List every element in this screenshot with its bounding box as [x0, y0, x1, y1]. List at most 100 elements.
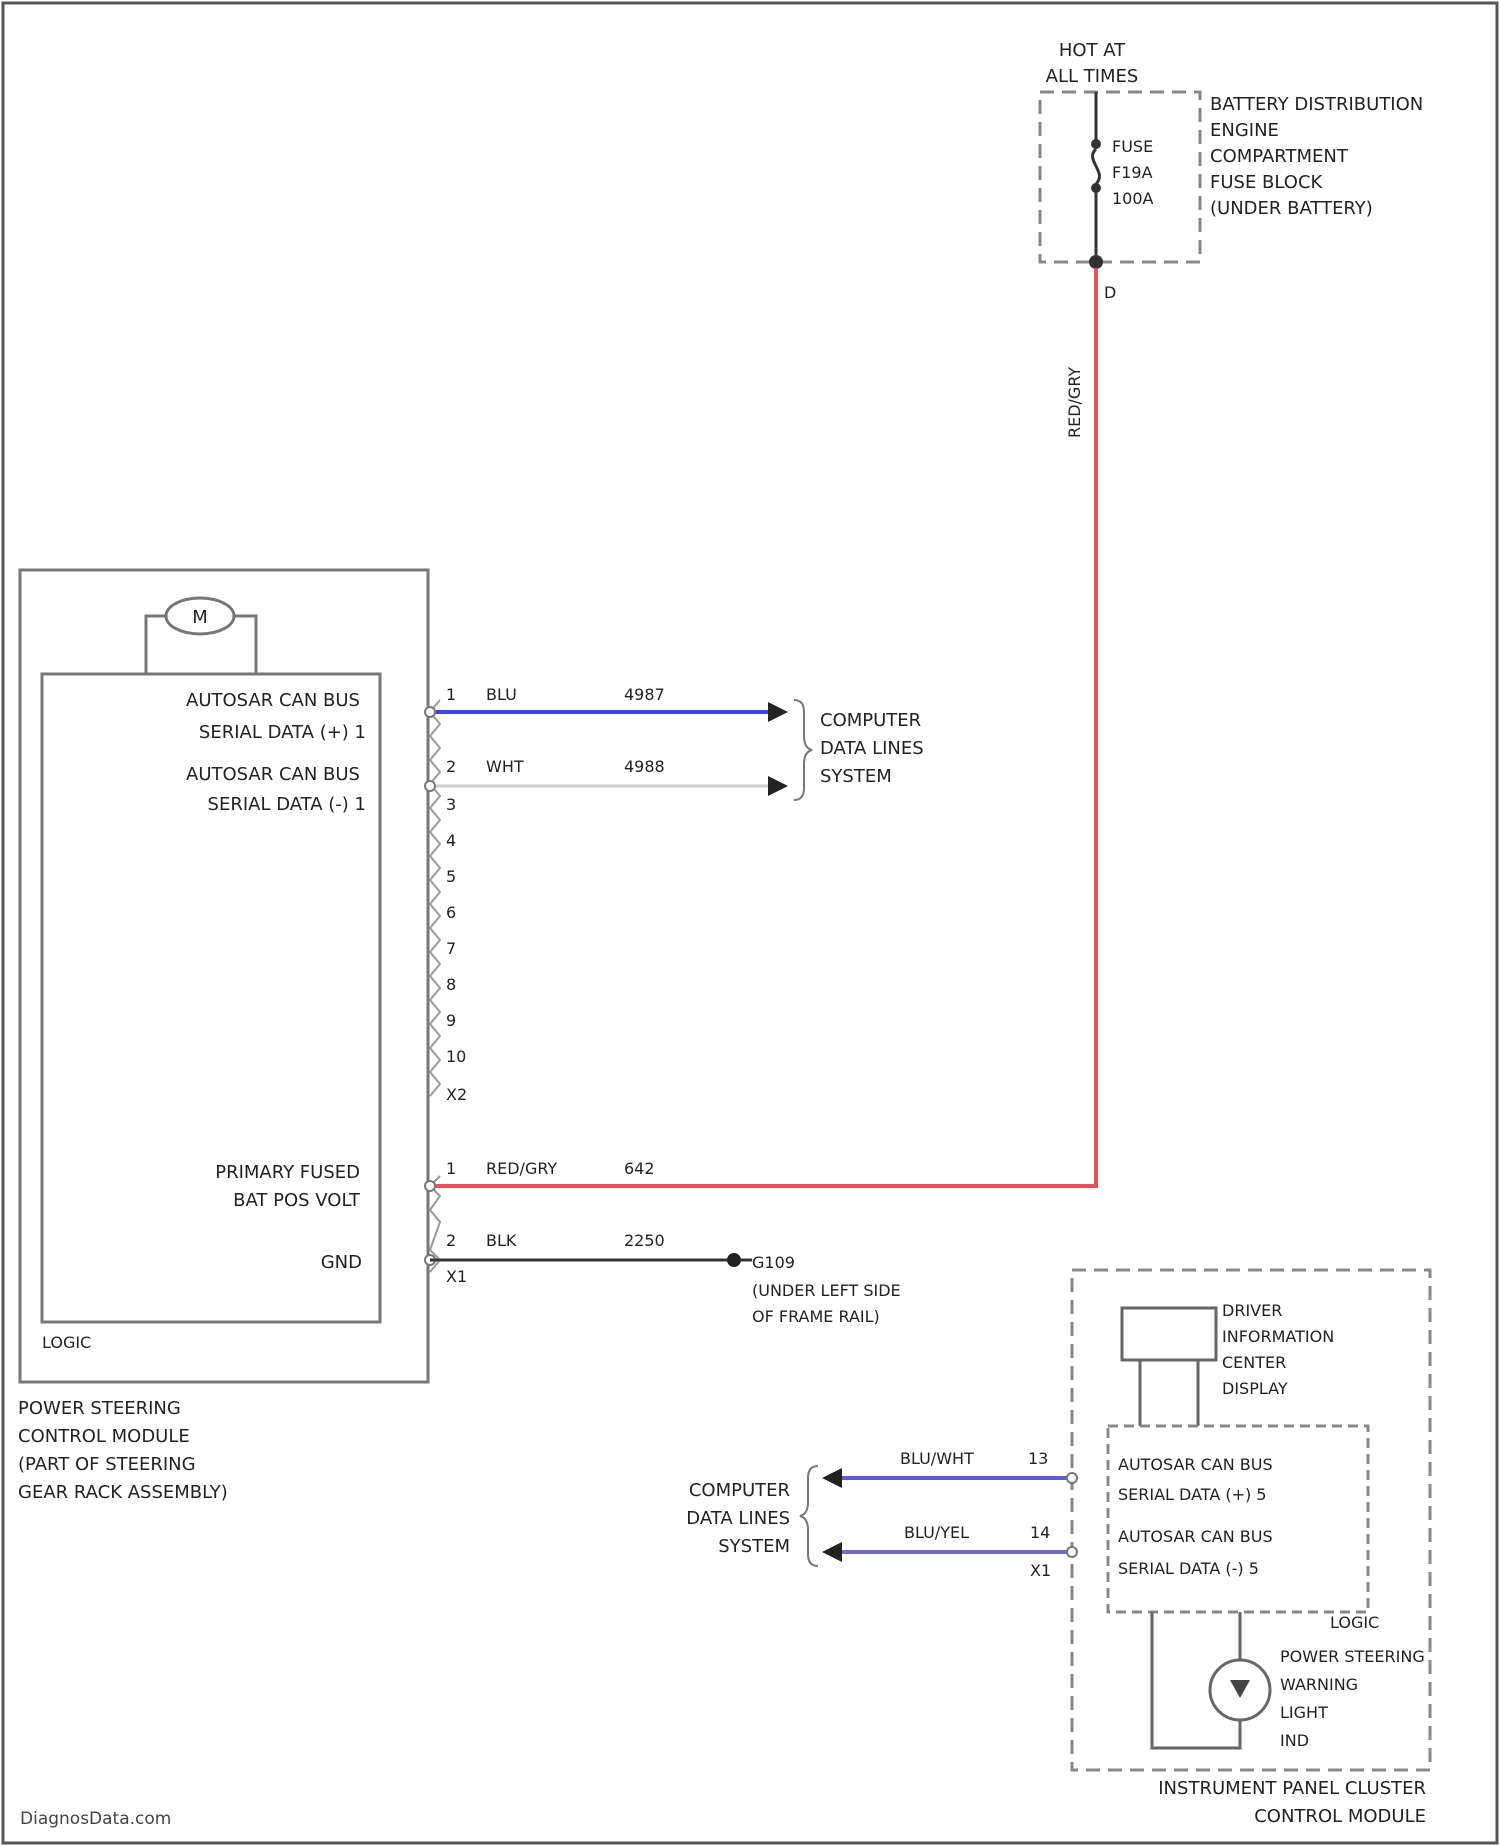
battery-block-line3: COMPARTMENT: [1210, 146, 1349, 167]
data-lines-right-line1: COMPUTER: [820, 710, 921, 731]
hot-label-line2: ALL TIMES: [1046, 66, 1139, 87]
data-lines-left-line2: DATA LINES: [686, 1508, 790, 1529]
x2-connector: 1 2 3 4 5 6 7 8 9 10 X2: [430, 685, 467, 1104]
x2-pin-5: 5: [446, 867, 456, 886]
x2-pin-3: 3: [446, 795, 456, 814]
page-border: [3, 3, 1497, 1843]
blu-wht-wire-color: BLU/WHT: [900, 1449, 974, 1468]
pscm-caption-line3: (PART OF STEERING: [18, 1454, 196, 1475]
blu-wire-circuit: 4987: [624, 685, 665, 704]
ipc-pin14-terminal: [1067, 1547, 1077, 1557]
blu-wire-color: BLU: [486, 685, 517, 704]
x1-connector: 1 2 X1 RED/GRY 642 BLK 2250: [425, 1159, 665, 1286]
pscm-gnd: GND: [321, 1252, 362, 1273]
fuse-terminal-top: [1091, 139, 1101, 149]
red-gry-power-wire: [430, 268, 1096, 1186]
wht-wire-arrow-icon: [768, 776, 788, 796]
hot-at-all-times-label: HOT AT ALL TIMES: [1046, 40, 1139, 87]
battery-block-line4: FUSE BLOCK: [1210, 172, 1324, 193]
ipc-logic-outline: [1108, 1426, 1368, 1612]
ipc-can-hi-line2: SERIAL DATA (+) 5: [1118, 1485, 1267, 1504]
x1-pin-2: 2: [446, 1231, 456, 1250]
ipc-caption-line2: CONTROL MODULE: [1254, 1806, 1426, 1827]
fuse-label-line2: F19A: [1112, 163, 1153, 182]
battery-block-line2: ENGINE: [1210, 120, 1279, 141]
battery-block-line5: (UNDER BATTERY): [1210, 198, 1373, 219]
warning-line4: IND: [1280, 1731, 1309, 1750]
x2-pin-7: 7: [446, 939, 456, 958]
ipc-pin-14: 14: [1030, 1523, 1050, 1542]
dic-line2: INFORMATION: [1222, 1327, 1334, 1346]
fuse-terminal-bottom: [1091, 183, 1101, 193]
ipc-pin-13: 13: [1028, 1449, 1048, 1468]
ipc-logic-label: LOGIC: [1330, 1613, 1379, 1632]
warning-line1: POWER STEERING: [1280, 1647, 1425, 1666]
x2-pin2-terminal: [425, 781, 435, 791]
warning-line3: LIGHT: [1280, 1703, 1328, 1722]
fuse-label-line1: FUSE: [1112, 137, 1153, 156]
pscm-can-hi-line1: AUTOSAR CAN BUS: [186, 690, 360, 711]
data-lines-brace-right: [794, 700, 812, 800]
x2-pin-10: 10: [446, 1047, 466, 1066]
pscm-power-line1: PRIMARY FUSED: [215, 1162, 360, 1183]
wht-wire-circuit: 4988: [624, 757, 665, 776]
motor-symbol: M: [192, 607, 208, 628]
x2-connector-outline: [430, 700, 440, 1096]
instrument-panel-cluster: DRIVER INFORMATION CENTER DISPLAY AUTOSA…: [1072, 1270, 1430, 1827]
power-steering-control-module: M AUTOSAR CAN BUS SERIAL DATA (+) 1 AUTO…: [18, 570, 428, 1503]
battery-block-line1: BATTERY DISTRIBUTION: [1210, 94, 1423, 115]
blk-wire-color: BLK: [486, 1231, 517, 1250]
fuse-element-icon: [1093, 149, 1100, 184]
blu-wht-arrow-icon: [822, 1468, 842, 1488]
fuse-label-line3: 100A: [1112, 189, 1154, 208]
ipc-connector-label: X1: [1030, 1561, 1051, 1580]
pscm-logic-label: LOGIC: [42, 1333, 91, 1352]
x2-pin-9: 9: [446, 1011, 456, 1030]
blu-yel-wire-color: BLU/YEL: [904, 1523, 969, 1542]
x1-connector-label: X1: [446, 1267, 467, 1286]
pscm-can-lo-line2: SERIAL DATA (-) 1: [208, 794, 366, 815]
data-lines-right-line3: SYSTEM: [820, 766, 892, 787]
data-lines-left-line1: COMPUTER: [689, 1480, 790, 1501]
blu-yel-arrow-icon: [822, 1542, 842, 1562]
wht-wire-color: WHT: [486, 757, 524, 776]
dic-line3: CENTER: [1222, 1353, 1286, 1372]
red-wire-color: RED/GRY: [486, 1159, 557, 1178]
pscm-can-lo-line1: AUTOSAR CAN BUS: [186, 764, 360, 785]
x2-connector-label: X2: [446, 1085, 467, 1104]
ground-line1: G109: [752, 1253, 795, 1272]
ground-point-icon: [727, 1253, 741, 1267]
fuse-block-pin: D: [1104, 283, 1116, 302]
ground-line2: (UNDER LEFT SIDE: [752, 1281, 901, 1300]
hot-label-line1: HOT AT: [1059, 40, 1126, 61]
ipc-caption-line1: INSTRUMENT PANEL CLUSTER: [1158, 1778, 1426, 1799]
dic-display-icon: [1122, 1308, 1216, 1360]
pscm-power-line2: BAT POS VOLT: [233, 1190, 361, 1211]
dic-line1: DRIVER: [1222, 1301, 1282, 1320]
ipc-can-lo-line1: AUTOSAR CAN BUS: [1118, 1527, 1273, 1546]
x2-pin-8: 8: [446, 975, 456, 994]
x2-pin-6: 6: [446, 903, 456, 922]
ground-line3: OF FRAME RAIL): [752, 1307, 880, 1326]
ipc-can-hi-line1: AUTOSAR CAN BUS: [1118, 1455, 1273, 1474]
riser-wire-label: RED/GRY: [1065, 367, 1084, 438]
blk-wire-circuit: 2250: [624, 1231, 665, 1250]
x1-pin1-terminal: [425, 1181, 435, 1191]
data-lines-left-line3: SYSTEM: [718, 1536, 790, 1557]
pscm-caption-line1: POWER STEERING: [18, 1398, 181, 1419]
pscm-can-hi-line2: SERIAL DATA (+) 1: [199, 722, 366, 743]
data-lines-brace-left: [800, 1466, 818, 1566]
red-wire-circuit: 642: [624, 1159, 655, 1178]
pscm-caption-line2: CONTROL MODULE: [18, 1426, 190, 1447]
fuse-block-splice: [1089, 255, 1103, 269]
x2-pin-4: 4: [446, 831, 456, 850]
ipc-can-lo-line2: SERIAL DATA (-) 5: [1118, 1559, 1259, 1578]
x2-pin-2: 2: [446, 757, 456, 776]
data-lines-right-line2: DATA LINES: [820, 738, 924, 759]
ipc-pin13-terminal: [1067, 1473, 1077, 1483]
blu-wire-arrow-icon: [768, 702, 788, 722]
dic-line4: DISPLAY: [1222, 1379, 1288, 1398]
watermark: DiagnosData.com: [20, 1809, 171, 1829]
warning-line2: WARNING: [1280, 1675, 1358, 1694]
